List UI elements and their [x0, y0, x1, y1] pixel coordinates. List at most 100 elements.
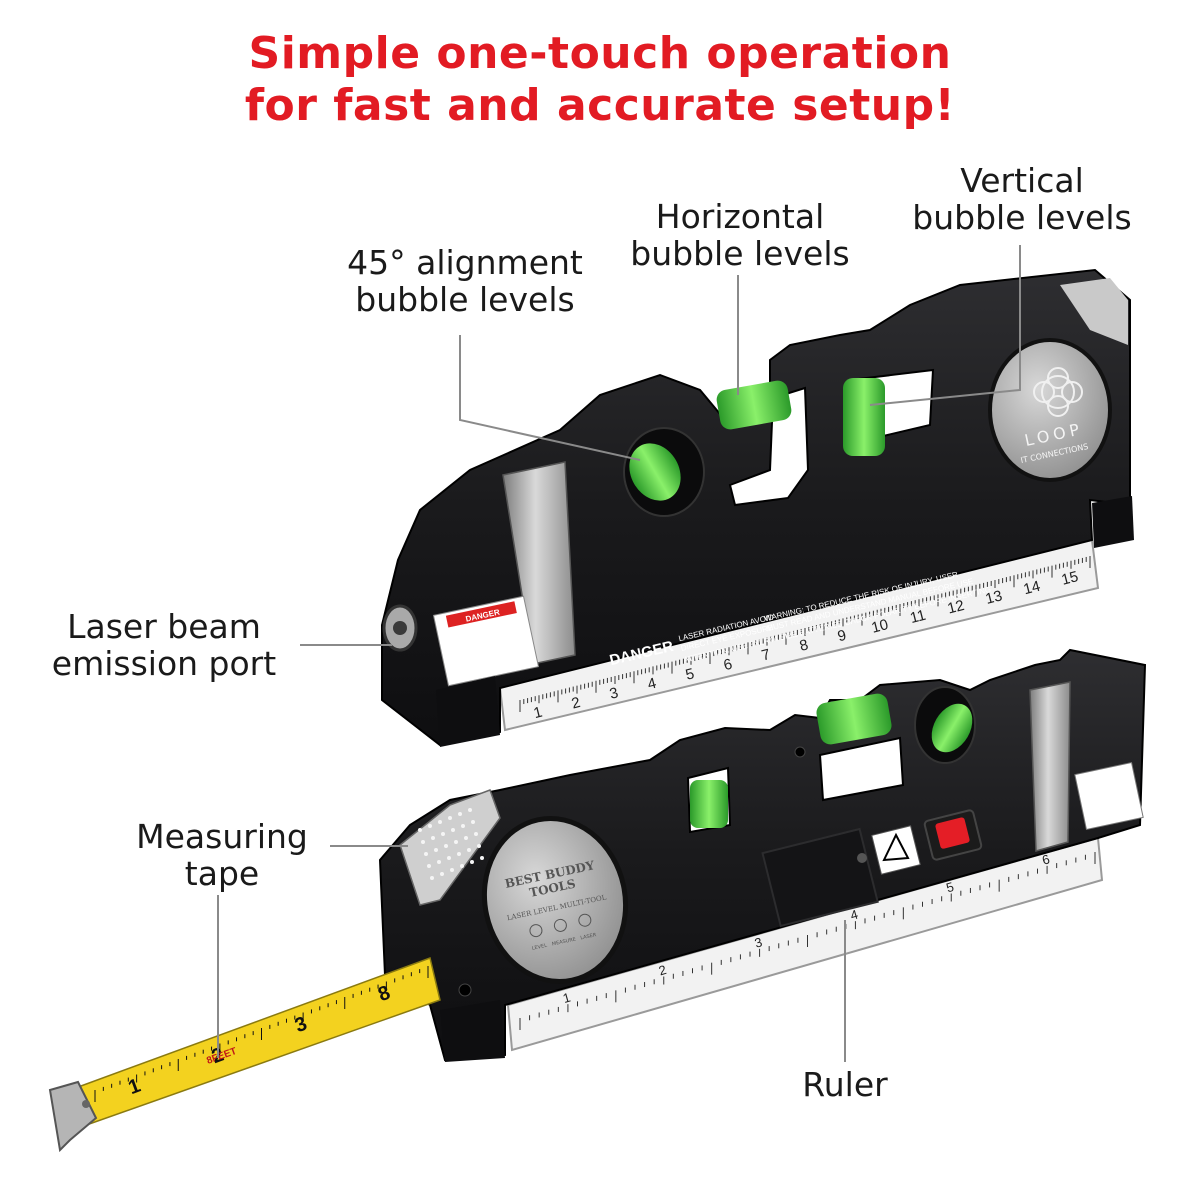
- grip-dot: [460, 864, 464, 868]
- grip-dot: [467, 848, 471, 852]
- grip-dot: [431, 836, 435, 840]
- grip-dot: [480, 856, 484, 860]
- scale-label: 2: [657, 962, 668, 978]
- scale-label: 6: [722, 656, 734, 675]
- top-45-bubble: [629, 443, 681, 501]
- laser-warning-triangle: [882, 832, 910, 862]
- grip-dot: [457, 852, 461, 856]
- top-horizontal-bubble: [716, 380, 792, 430]
- danger-sticker-header: [445, 601, 517, 628]
- grip-dot: [471, 820, 475, 824]
- grip-dot: [448, 816, 452, 820]
- info-sticker: [1074, 761, 1144, 831]
- headline-line-1: Simple one-touch operation: [248, 28, 952, 79]
- badge-icon-label-3: LASER: [580, 932, 598, 941]
- scale-label: 5: [944, 879, 955, 895]
- scale-label: 12: [946, 597, 966, 618]
- scale-label: 1: [532, 704, 544, 723]
- grip-dot: [450, 868, 454, 872]
- lanyard-hole: [458, 983, 472, 997]
- callout-laser: Laser beam emission port: [28, 608, 300, 682]
- scale-label: 8: [798, 636, 810, 655]
- top-front-foot: [436, 676, 500, 747]
- laser-warning-sticker: [871, 825, 921, 875]
- callout-laser-line-2: emission port: [51, 644, 277, 683]
- scale-label: 3: [753, 934, 764, 950]
- grip-dot: [468, 808, 472, 812]
- grip-dot: [444, 844, 448, 848]
- scale-label: 5: [684, 665, 696, 684]
- scale-label: 15: [1060, 568, 1080, 589]
- grip-dot: [424, 852, 428, 856]
- grip-dot: [418, 828, 422, 832]
- grip-dot: [438, 820, 442, 824]
- scale-label: 4: [646, 675, 658, 694]
- scale-label: 1: [561, 990, 572, 1006]
- badge-icon-label-2: MEASURE: [551, 937, 576, 948]
- badge-level-icon: [529, 924, 543, 938]
- grip-dot: [474, 832, 478, 836]
- grip-dot: [440, 872, 444, 876]
- top-tape-cap: [1060, 278, 1128, 345]
- scale-label: 13: [984, 587, 1004, 608]
- badge-measure-icon: [553, 918, 567, 932]
- grip-dot: [437, 860, 441, 864]
- tape-hook: [48, 1080, 98, 1153]
- callout-horizontal-line-1: Horizontal: [655, 197, 825, 236]
- badge-laser-icon: [578, 913, 592, 927]
- grip-dot: [434, 848, 438, 852]
- grip-dot: [458, 812, 462, 816]
- grip-dot: [454, 840, 458, 844]
- grip-dot: [477, 844, 481, 848]
- callout-ruler-line-1: Ruler: [802, 1065, 888, 1104]
- laser-lens: [393, 621, 407, 635]
- callout-tape-line-1: Measuring: [136, 817, 308, 856]
- badge-icon-label-1: LEVEL: [531, 943, 547, 952]
- callout-vertical-line-2: bubble levels: [912, 198, 1132, 237]
- bottom-45-bubble: [931, 703, 973, 753]
- grip-dot: [441, 832, 445, 836]
- callout-vertical: Vertical bubble levels: [888, 162, 1156, 236]
- bottom-vertical-bubble: [690, 780, 728, 828]
- tape-hook-rivet: [82, 1100, 90, 1108]
- top-vertical-bubble: [843, 378, 885, 456]
- bottom-brand-disc: [481, 815, 629, 985]
- grip-dot: [427, 864, 431, 868]
- scale-label: 6: [1040, 851, 1051, 867]
- scale-label: 10: [870, 616, 890, 637]
- bottom-window-right: [818, 736, 905, 802]
- scale-label: 14: [1022, 578, 1042, 599]
- callout-45-alignment: 45° alignment bubble levels: [320, 244, 610, 318]
- grip-dot: [464, 836, 468, 840]
- grip-dot: [451, 828, 455, 832]
- scale-label: 11: [908, 607, 927, 627]
- callout-ruler: Ruler: [770, 1066, 920, 1103]
- leader-vertical: [869, 245, 1021, 406]
- power-switch[interactable]: [935, 817, 970, 849]
- scale-label: 9: [836, 627, 848, 646]
- headline: Simple one-touch operation for fast and …: [0, 28, 1200, 132]
- grip-dot: [470, 860, 474, 864]
- grip-dot: [421, 840, 425, 844]
- grip-dot: [447, 856, 451, 860]
- battery-cover: [761, 827, 879, 928]
- scale-label: 3: [608, 684, 620, 703]
- callout-tape: Measuring tape: [112, 818, 332, 892]
- top-rear-foot: [1092, 496, 1134, 548]
- grip-dot: [428, 824, 432, 828]
- headline-line-2: for fast and accurate setup!: [244, 80, 956, 131]
- bottom-metal-band: [1029, 681, 1071, 852]
- tape-housing-grip: [399, 789, 501, 906]
- scale-label: 2: [570, 694, 582, 713]
- callout-tape-line-2: tape: [184, 854, 260, 893]
- callout-horizontal-line-2: bubble levels: [630, 234, 850, 273]
- grip-dot: [430, 876, 434, 880]
- bottom-front-foot: [440, 1000, 505, 1062]
- callout-vertical-line-1: Vertical: [960, 161, 1084, 200]
- scale-label: 7: [760, 646, 772, 665]
